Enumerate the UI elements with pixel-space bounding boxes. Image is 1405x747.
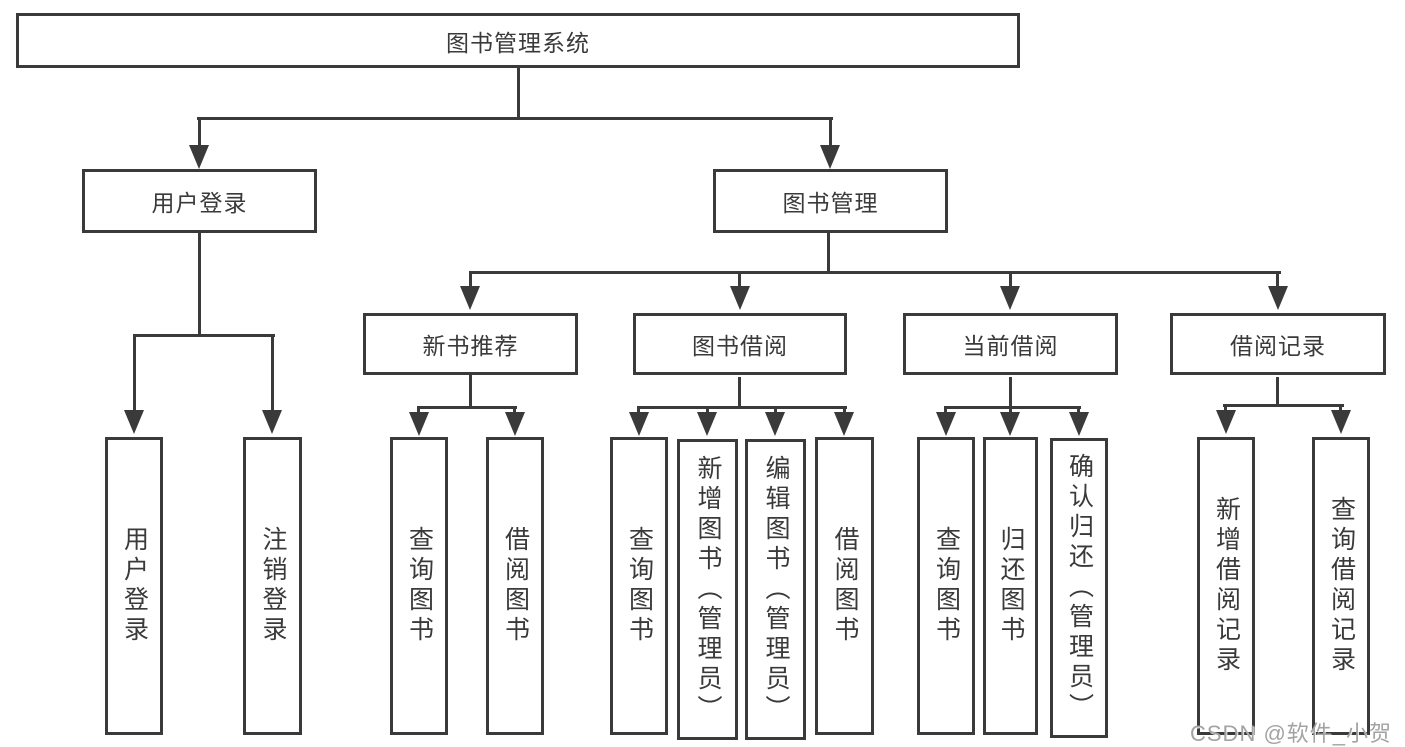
arrow-down [1268,286,1288,310]
connector-stub [738,271,741,286]
connector-stub [706,406,709,412]
connector-stub [1339,404,1342,410]
leaf-edit-books-admin: 编辑图书（管理员） [745,439,806,740]
connector-group-vline [1276,377,1279,404]
leaf-label: 新增图书（管理员） [694,454,722,725]
connector-group-vline [469,375,472,406]
leaf-label: 编辑图书（管理员） [762,454,790,725]
connector-stub [774,406,777,412]
arrow-down [262,410,282,434]
connector-stub [1077,406,1080,412]
connector-stub [133,334,136,410]
leaf-add-borrow-record: 新增借阅记录 [1197,437,1255,735]
leaf-recommend-query-books: 查询图书 [390,437,448,735]
leaf-borrowing-query-books: 查询图书 [610,437,668,735]
leaf-label: 注销登录 [259,526,287,646]
connector-level3-hline [469,271,1281,274]
leaf-label: 查询图书 [932,526,961,646]
connector-group-vline [1009,377,1012,406]
leaf-user-login: 用户登录 [105,437,163,735]
node-user-login-branch: 用户登录 [82,169,317,233]
leaf-query-borrow-record: 查询借阅记录 [1312,437,1370,735]
arrow-down [1000,412,1020,436]
connector-user-login-stub [198,117,201,145]
arrow-down [820,145,840,169]
leaf-current-query-books: 查询图书 [917,437,975,735]
connector-stub [469,271,472,286]
connector-level2-hline [197,117,833,120]
node-new-book-recommend: 新书推荐 [363,313,578,375]
connector-stub [513,406,516,412]
arrow-down [697,412,717,436]
arrow-down [460,286,480,310]
arrow-down [765,412,785,436]
arrow-down [124,410,144,434]
connector-stub [637,406,640,412]
leaf-label: 确认归还（管理员） [1065,453,1094,723]
arrow-down [189,145,209,169]
connector-user-branch-hline [133,334,275,337]
connector-group-hline [1223,404,1344,407]
leaf-confirm-return-admin: 确认归还（管理员） [1050,438,1108,738]
connector-mgmt-vline [827,233,830,271]
arrow-down [1069,412,1089,436]
leaf-label: 归还图书 [997,526,1025,646]
leaf-label: 借阅图书 [501,526,530,646]
connector-group-vline [738,377,741,406]
connector-stub [843,406,846,412]
arrow-down [409,412,429,436]
connector-stub [1276,271,1279,286]
connector-book-mgmt-stub [829,117,832,145]
leaf-label: 用户登录 [120,526,149,646]
leaf-label: 借阅图书 [831,526,859,646]
connector-stub [417,406,420,412]
connector-stub [1009,271,1012,286]
node-book-management: 图书管理 [713,169,948,233]
leaf-label: 查询图书 [405,526,434,646]
leaf-label: 新增借阅记录 [1212,496,1241,676]
connector-group-hline [944,406,1081,409]
node-root: 图书管理系统 [16,13,1020,68]
arrow-down [936,412,956,436]
leaf-return-books: 归还图书 [983,437,1038,735]
connector-stub [271,334,274,410]
csdn-watermark: CSDN @软件_小贺同学 [1190,721,1393,746]
leaf-label: 查询借阅记录 [1327,496,1356,676]
leaf-borrowing-borrow-books: 借阅图书 [815,437,874,735]
connector-stub [1224,404,1227,410]
arrow-down [1216,410,1236,434]
node-borrowing-records: 借阅记录 [1170,313,1386,375]
leaf-recommend-borrow-books: 借阅图书 [486,437,544,735]
connector-root-vline [517,68,520,117]
arrow-down [1000,286,1020,310]
leaf-add-books-admin: 新增图书（管理员） [677,439,738,740]
node-current-borrowing: 当前借阅 [903,313,1118,375]
arrow-down [505,412,525,436]
arrow-down [730,286,750,310]
connector-group-hline [417,406,517,409]
node-book-borrowing: 图书借阅 [633,313,847,375]
connector-user-branch-vline [198,233,201,334]
arrow-down [1331,410,1351,434]
leaf-logout: 注销登录 [243,437,302,735]
arrow-down [834,412,854,436]
connector-group-hline [637,406,847,409]
arrow-down [629,412,649,436]
leaf-label: 查询图书 [625,526,654,646]
connector-stub [1009,406,1012,412]
connector-stub [944,406,947,412]
